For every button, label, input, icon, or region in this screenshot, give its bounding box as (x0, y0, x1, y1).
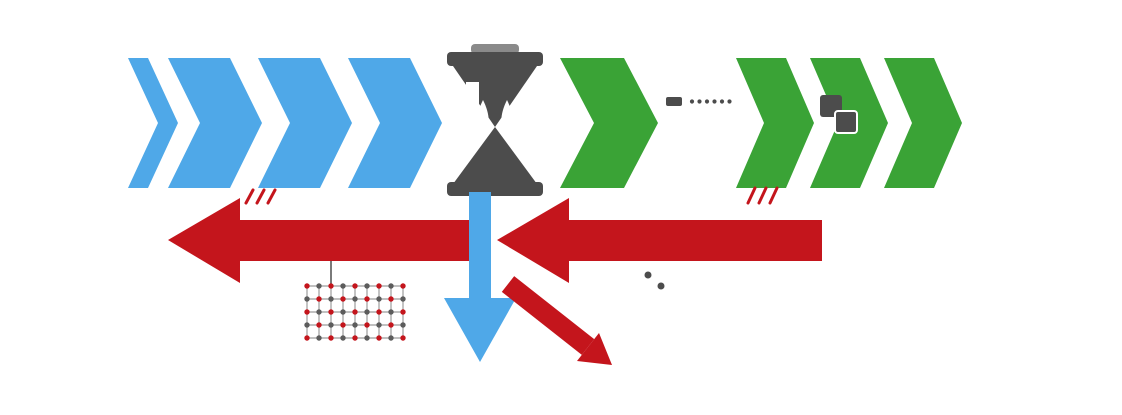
crystal-atom (316, 283, 322, 289)
crystal-atom (364, 335, 370, 341)
hourglass-icon (447, 44, 543, 196)
crystal-atom (364, 309, 370, 315)
hourglass-lower-bulb (453, 127, 537, 184)
crystal-atom (376, 322, 382, 328)
dot (719, 99, 725, 104)
stacked-square-front (834, 110, 858, 134)
crystal-lattice (304, 283, 406, 341)
dot (689, 99, 695, 104)
hourglass-upper-bulb (453, 66, 537, 127)
crystal-atom (352, 322, 358, 328)
crystal-atom (352, 296, 358, 302)
crystal-atom (316, 309, 322, 315)
crystal-atom (388, 322, 394, 328)
output-chevron-4 (884, 58, 962, 188)
hourglass-highlight (466, 82, 479, 104)
small-dots-icon (644, 271, 665, 290)
crystal-atom (400, 335, 406, 341)
speed-tick (255, 188, 266, 205)
dot (704, 99, 710, 104)
feedback-arrow-2 (497, 198, 822, 283)
diagonal-arrow-shaft (501, 276, 595, 355)
crystal-atom (400, 309, 406, 315)
dotted-line (689, 99, 732, 104)
crystal-atom (328, 296, 334, 302)
small-dot (657, 282, 665, 290)
crystal-atom (304, 322, 310, 328)
speed-tick (746, 186, 757, 205)
crystal-atom (376, 335, 382, 341)
crystal-atom (400, 296, 406, 302)
output-chevron-2 (736, 58, 814, 188)
crystal-atom (316, 296, 322, 302)
output-chevron-1 (560, 58, 658, 188)
crystal-atom (340, 322, 346, 328)
crystal-atom (340, 309, 346, 315)
crystal-atom (388, 309, 394, 315)
hourglass-droplet-2 (501, 100, 513, 138)
crystal-atom (340, 335, 346, 341)
crystal-atom (328, 309, 334, 315)
crystal-atom (304, 296, 310, 302)
crystal-atom (376, 309, 382, 315)
crystal-atom (388, 283, 394, 289)
crystal-atom (328, 322, 334, 328)
output-chevron-group (560, 58, 962, 188)
crystal-atom (304, 283, 310, 289)
crystal-atom (340, 283, 346, 289)
input-chevron-band (128, 58, 178, 188)
crystal-atom (340, 296, 346, 302)
input-chevron-1 (168, 58, 262, 188)
crystal-atom (400, 283, 406, 289)
speed-tick (244, 188, 255, 205)
crystal-atom (400, 322, 406, 328)
crystal-atom (388, 296, 394, 302)
crystal-atom (364, 296, 370, 302)
crystal-atom (364, 322, 370, 328)
crystal-atom (352, 335, 358, 341)
crystal-atom (376, 296, 382, 302)
speed-tick (768, 186, 779, 205)
diagonal-arrow (501, 276, 612, 365)
crystal-atom (304, 335, 310, 341)
hourglass-top-cap (447, 52, 543, 66)
crystal-atom (316, 322, 322, 328)
crystal-atom (376, 283, 382, 289)
down-connector-head (444, 298, 516, 362)
feedback-arrow-group (168, 186, 822, 283)
crystal-atom (352, 283, 358, 289)
crystal-atom (304, 309, 310, 315)
dot (712, 99, 717, 104)
hourglass-knob (471, 44, 519, 54)
down-connector-arrow (444, 192, 516, 362)
dash-segment (666, 97, 682, 106)
input-chevron-2 (258, 58, 352, 188)
feedback-arrow-1 (168, 198, 472, 283)
input-chevron-3 (348, 58, 442, 188)
hourglass-droplet-1 (477, 100, 489, 138)
crystal-atom (328, 335, 334, 341)
hourglass-bottom-cap (447, 182, 543, 196)
crystal-atom (388, 335, 394, 341)
dot (697, 99, 702, 104)
speed-tick (757, 186, 768, 205)
crystal-atom (352, 309, 358, 315)
crystal-atom (316, 335, 322, 341)
input-chevron-group (128, 58, 442, 188)
crystal-atom (364, 283, 370, 289)
small-dot (644, 271, 652, 279)
speed-tick (266, 188, 277, 205)
down-connector-shaft (469, 192, 491, 300)
crystal-atom (328, 283, 334, 289)
dot (727, 99, 732, 104)
diagonal-arrow-head (577, 333, 612, 365)
